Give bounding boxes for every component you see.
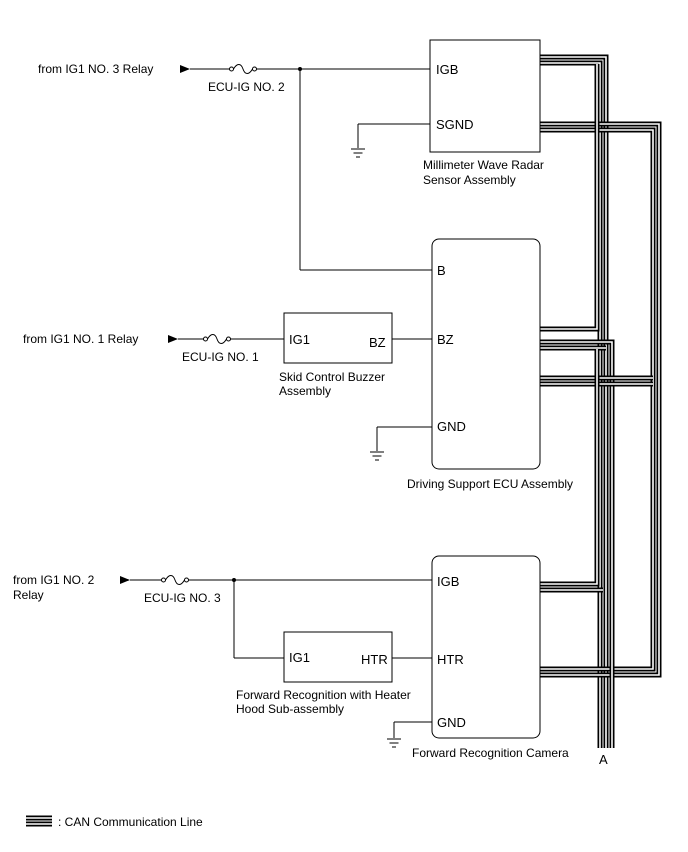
radar-pin-sgnd: SGND <box>436 117 474 132</box>
radar-name-line1: Millimeter Wave Radar <box>423 158 544 172</box>
can-line-ecu-lower <box>540 339 615 748</box>
buzzer-name-line2: Assembly <box>279 384 331 398</box>
radar-sensor-box <box>429 39 541 153</box>
skid-buzzer-box <box>283 312 393 364</box>
camera-pin-htr: HTR <box>437 652 464 667</box>
driving-support-ecu-box <box>431 238 541 470</box>
can-line-camera <box>540 349 603 593</box>
fuse-ecu-ig-no2 <box>229 64 257 74</box>
splice-dot-bottom <box>232 578 236 582</box>
source-ig1-no1: from IG1 NO. 1 Relay <box>23 332 138 346</box>
fuse-label-ecu-ig-no2: ECU-IG NO. 2 <box>208 80 285 94</box>
camera-name: Forward Recognition Camera <box>412 746 569 760</box>
input-arrows <box>120 65 190 584</box>
can-line-ecu-upper <box>540 64 600 332</box>
legend-can-symbol <box>26 815 52 827</box>
fuse-label-ecu-ig-no3: ECU-IG NO. 3 <box>144 591 221 605</box>
power-wiring <box>130 68 432 738</box>
arrow-ig1-no2 <box>120 576 130 584</box>
ecu-pin-bz: BZ <box>437 332 454 347</box>
splice-dot-top <box>298 67 302 71</box>
heater-pin-htr: HTR <box>361 652 388 667</box>
buzzer-pin-ig1: IG1 <box>289 332 310 347</box>
source-ig1-no2-line2: Relay <box>13 588 44 602</box>
ecu-name: Driving Support ECU Assembly <box>407 477 573 491</box>
ecu-pin-gnd: GND <box>437 419 466 434</box>
heater-pin-ig1: IG1 <box>289 650 310 665</box>
fuse-label-ecu-ig-no1: ECU-IG NO. 1 <box>182 350 259 364</box>
can-line-radar-igb <box>540 54 609 748</box>
heater-name-line2: Hood Sub-assembly <box>236 702 344 716</box>
ground-symbol-ecu <box>370 451 384 461</box>
arrow-ig1-no1 <box>168 335 178 343</box>
arrow-ig1-no3 <box>180 65 190 73</box>
fuse-ecu-ig-no1 <box>203 334 231 344</box>
legend-label: : CAN Communication Line <box>58 815 203 829</box>
forward-camera-box <box>431 555 541 739</box>
fuse-ecu-ig-no3 <box>161 575 189 585</box>
heater-hood-box <box>283 631 393 683</box>
camera-pin-igb: IGB <box>437 574 459 589</box>
heater-name-line1: Forward Recognition with Heater <box>236 688 411 702</box>
legend: : CAN Communication Line <box>26 815 203 829</box>
ecu-pin-b: B <box>437 263 446 278</box>
radar-pin-igb: IGB <box>436 62 458 77</box>
ground-symbol-camera <box>387 738 401 748</box>
can-bus <box>540 54 662 748</box>
radar-name-line2: Sensor Assembly <box>423 173 516 187</box>
source-ig1-no2-line1: from IG1 NO. 2 <box>13 573 95 587</box>
buzzer-pin-bz: BZ <box>369 335 386 350</box>
source-ig1-no3: from IG1 NO. 3 Relay <box>38 62 153 76</box>
bus-label-a: A <box>599 752 608 767</box>
ground-symbol-radar <box>351 148 365 158</box>
camera-pin-gnd: GND <box>437 715 466 730</box>
buzzer-name-line1: Skid Control Buzzer <box>279 370 385 384</box>
